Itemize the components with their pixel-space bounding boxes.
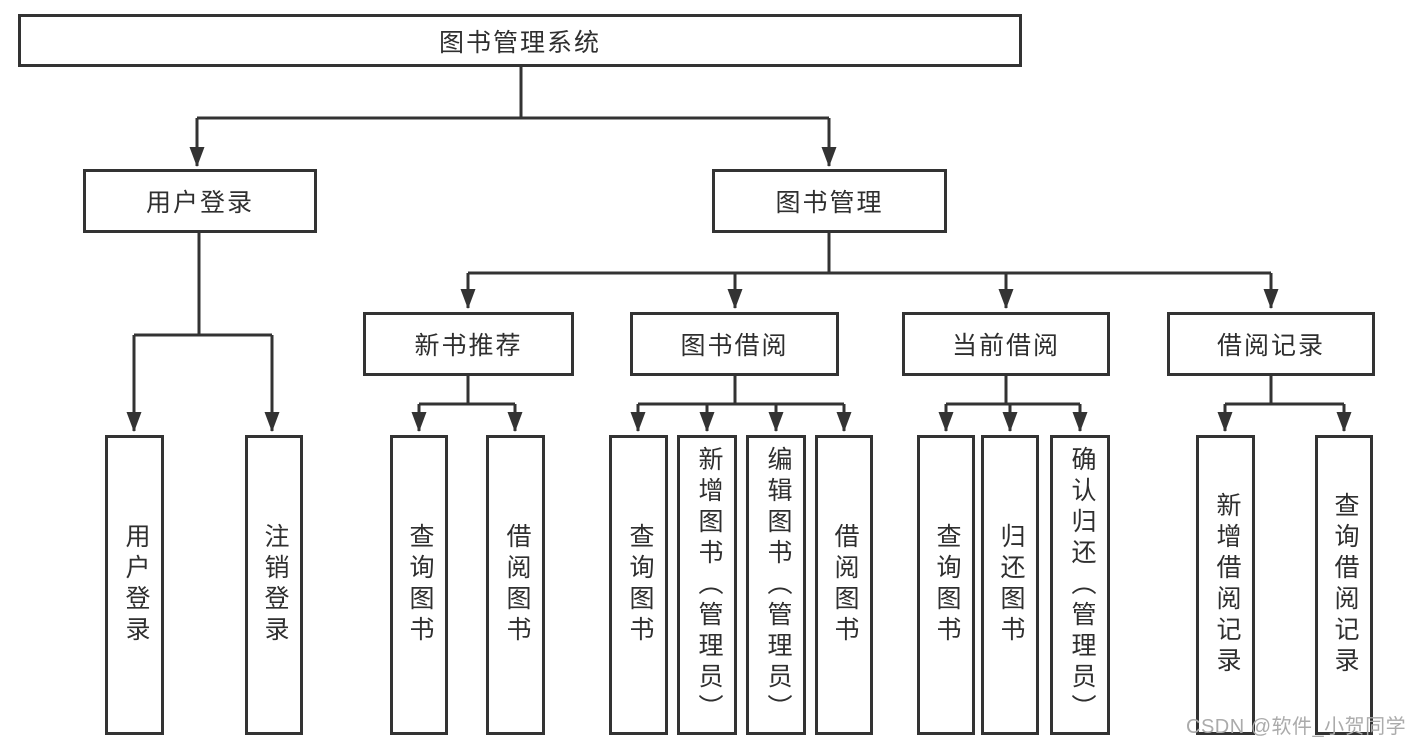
node-root-system: 图书管理系统: [18, 14, 1022, 67]
leaf-bb-borrow-books: 借阅图书: [815, 435, 873, 735]
leaf-logout: 注销登录: [245, 435, 303, 735]
node-new-book-recommend: 新书推荐: [363, 312, 574, 376]
leaf-bb-query-books: 查询图书: [609, 435, 668, 735]
leaf-bb-edit-books-admin: 编辑图书（管理员）: [746, 435, 806, 735]
leaf-cb-query-books: 查询图书: [917, 435, 975, 735]
node-user-login: 用户登录: [83, 169, 317, 233]
leaf-cb-confirm-return-admin: 确认归还（管理员）: [1050, 435, 1110, 735]
leaf-bb-add-books-admin: 新增图书（管理员）: [677, 435, 737, 735]
node-book-management: 图书管理: [712, 169, 947, 233]
node-current-borrow: 当前借阅: [902, 312, 1110, 376]
leaf-user-login: 用户登录: [105, 435, 164, 735]
node-book-borrow: 图书借阅: [630, 312, 839, 376]
leaf-cb-return-books: 归还图书: [981, 435, 1039, 735]
connector-trunks: [134, 67, 1344, 406]
csdn-watermark: CSDN @软件_小贺同学: [1186, 716, 1405, 738]
leaf-nb-borrow-books: 借阅图书: [486, 435, 545, 735]
node-borrow-records: 借阅记录: [1167, 312, 1375, 376]
leaf-br-add-record: 新增借阅记录: [1196, 435, 1255, 735]
leaf-br-query-record: 查询借阅记录: [1315, 435, 1373, 735]
leaf-nb-query-books: 查询图书: [390, 435, 448, 735]
